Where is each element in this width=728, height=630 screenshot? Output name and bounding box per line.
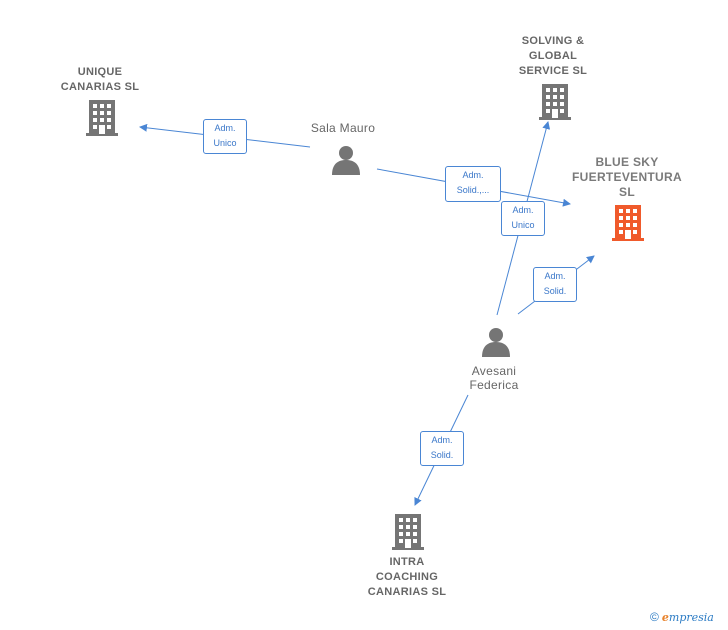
brand-logo-letter: e	[661, 611, 669, 624]
copyright-icon: ©	[650, 610, 659, 624]
edge-label-sala-unique[interactable]: Adm. Unico	[203, 119, 247, 154]
edge-label-sala-bluesky[interactable]: Adm. Solid.,...	[445, 166, 501, 202]
building-icon[interactable]	[539, 84, 571, 120]
node-label-blue-sky[interactable]: BLUE SKY FUERTEVENTURA SL	[572, 155, 682, 199]
building-icon[interactable]	[612, 205, 644, 241]
edge-label-avesani-solving[interactable]: Adm. Unico	[501, 201, 545, 236]
node-label-sala-mauro[interactable]: Sala Mauro	[310, 121, 376, 135]
node-label-intra-coaching[interactable]: INTRA COACHING CANARIAS SL	[367, 556, 447, 598]
building-icon[interactable]	[86, 100, 118, 136]
node-label-solving-global[interactable]: SOLVING & GLOBAL SERVICE SL	[518, 35, 588, 77]
person-icon[interactable]	[482, 328, 510, 357]
edge-label-avesani-bluesky[interactable]: Adm. Solid.	[533, 267, 577, 302]
brand-name: mpresia	[668, 611, 714, 624]
node-label-avesani-federica[interactable]: Avesani Federica	[469, 364, 519, 392]
empresia-credit[interactable]: © empresia	[650, 610, 714, 624]
node-label-unique-canarias[interactable]: UNIQUE CANARIAS SL	[60, 66, 140, 93]
building-icon[interactable]	[392, 514, 424, 550]
edge-label-avesani-intra[interactable]: Adm. Solid.	[420, 431, 464, 466]
person-icon[interactable]	[332, 146, 360, 175]
